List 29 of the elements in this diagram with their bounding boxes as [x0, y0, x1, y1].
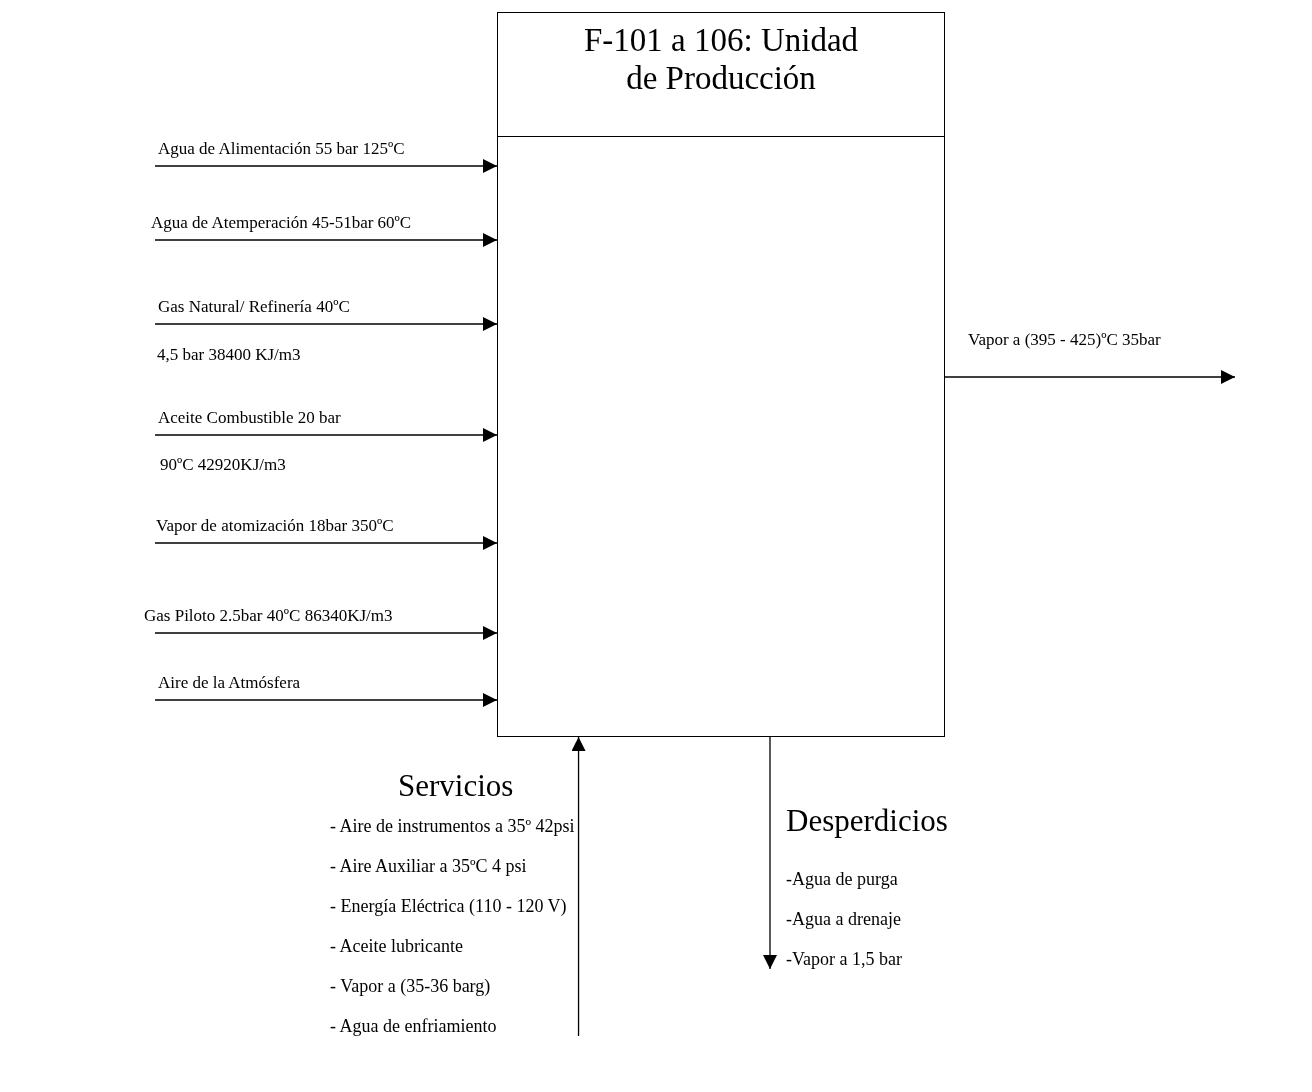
stream-note: 4,5 bar 38400 KJ/m3 — [157, 345, 301, 365]
flow-arrow — [154, 428, 498, 442]
list-item: - Vapor a (35-36 barg) — [330, 976, 492, 996]
stream-note: 90ºC 42920KJ/m3 — [160, 455, 286, 475]
flow-arrow — [154, 317, 498, 331]
list-item: -Vapor a 1,5 bar — [785, 949, 903, 969]
list-item: - Aceite lubricante — [330, 936, 464, 956]
edge-label: Agua de Atemperación 45-51bar 60ºC — [150, 213, 413, 233]
flow-arrow — [154, 159, 498, 173]
unit-title: F-101 a 106: Unidad de Producción — [582, 21, 860, 97]
flow-arrow — [571, 736, 586, 1037]
flow-arrow — [154, 233, 498, 247]
list-item: - Energía Eléctrica (110 - 120 V) — [330, 896, 568, 916]
list-item: -Agua a drenaje — [785, 909, 902, 929]
flow-arrow — [154, 626, 498, 640]
edge-label: Vapor a (395 - 425)ºC 35bar — [967, 330, 1162, 350]
edge-label: Agua de Alimentación 55 bar 125ºC — [157, 139, 406, 159]
list-item: - Aire Auxiliar a 35ºC 4 psi — [330, 856, 528, 876]
group-heading: Desperdicios — [785, 803, 948, 839]
flow-arrow — [154, 693, 498, 707]
list-item: - Agua de enfriamiento — [330, 1016, 498, 1036]
flow-arrow — [154, 536, 498, 550]
flow-arrow — [763, 736, 777, 970]
process-box — [497, 12, 945, 737]
group-heading: Servicios — [397, 768, 515, 804]
list-item: - Aire de instrumentos a 35º 42psi — [330, 816, 576, 836]
list-item: -Agua de purga — [785, 869, 899, 889]
flow-arrow — [944, 370, 1236, 384]
edge-label: Vapor de atomización 18bar 350ºC — [155, 516, 395, 536]
